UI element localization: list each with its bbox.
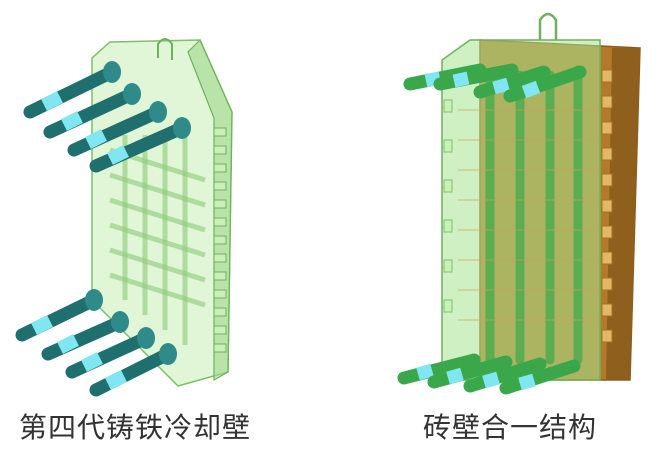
pipe <box>15 289 103 342</box>
lifting-hook <box>157 38 173 60</box>
pipe <box>89 117 191 173</box>
pipe <box>65 327 155 379</box>
pipe <box>89 343 177 397</box>
pipe <box>503 65 587 103</box>
brick-stave-integrated-illustration <box>397 12 641 395</box>
caption-brick-stave: 砖壁合一结构 <box>422 411 597 444</box>
stave-ribs <box>213 127 227 353</box>
top-pipe-group <box>403 63 587 103</box>
pipe <box>397 353 481 385</box>
pipe <box>427 355 513 389</box>
cooling-stave-figure <box>0 0 330 400</box>
top-pipe-group <box>23 61 191 173</box>
brick-teeth <box>601 69 613 343</box>
brick-stave-figure <box>330 0 660 400</box>
pipe <box>433 63 519 91</box>
shell-left-teeth <box>443 99 453 313</box>
pipe <box>41 311 129 361</box>
lifting-hook <box>538 12 558 40</box>
bottom-pipe-group <box>15 289 177 397</box>
cast-iron-cooling-stave-illustration <box>15 38 233 397</box>
pipe <box>43 83 141 139</box>
internal-vertical-pipes <box>485 65 583 365</box>
pipe <box>473 65 551 99</box>
pipe <box>23 61 121 119</box>
pipe <box>499 359 581 395</box>
caption-cast-iron-stave: 第四代铸铁冷却壁 <box>18 411 251 444</box>
bottom-pipe-group <box>397 353 581 395</box>
brick-joints <box>458 109 598 321</box>
brick-layer-side <box>606 48 640 380</box>
pipe <box>463 357 547 393</box>
pipe <box>67 101 167 157</box>
